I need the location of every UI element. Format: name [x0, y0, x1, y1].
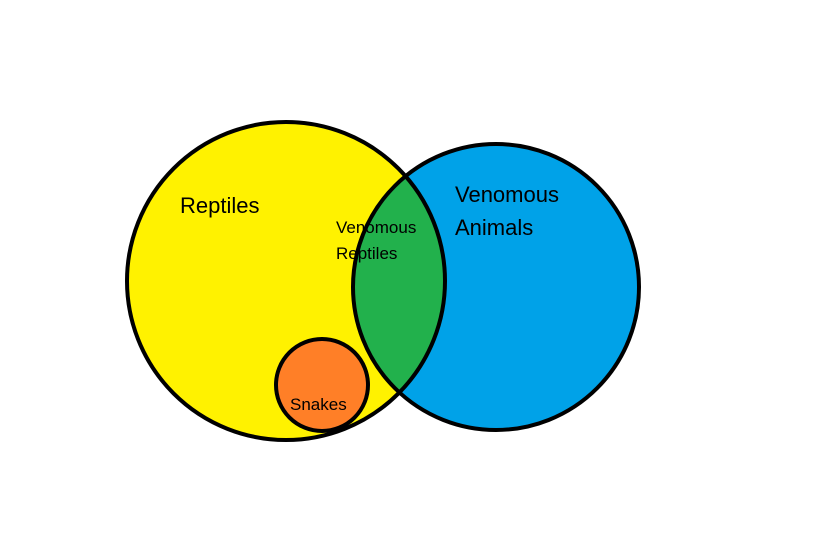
- venomous-animals-outline: [351, 142, 641, 432]
- snakes-label: Snakes: [290, 395, 347, 414]
- venomous-animals-label-line-1: Venomous: [455, 182, 559, 207]
- venomous-reptiles-label-line-1: Venomous: [336, 218, 416, 237]
- snakes-circle: [276, 339, 368, 431]
- venomous-reptiles-label-line-2: Reptiles: [336, 244, 397, 263]
- reptiles-label: Reptiles: [180, 193, 259, 218]
- reptiles-outline: [125, 120, 447, 442]
- snakes-outline: [274, 337, 370, 433]
- reptiles-circle: [127, 122, 445, 440]
- venomous-animals-label-line-2: Animals: [455, 215, 533, 240]
